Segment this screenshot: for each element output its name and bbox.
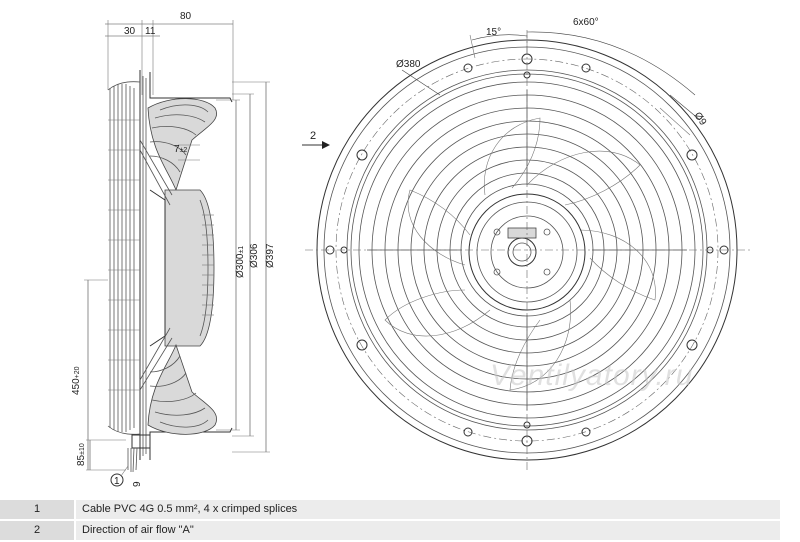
callout-1-label: 1 xyxy=(114,476,120,487)
guard-wires-side xyxy=(107,81,141,435)
legend-text: Cable PVC 4G 0.5 mm², 4 x crimped splice… xyxy=(76,500,780,519)
legend-row: 2 Direction of air flow "A" xyxy=(0,521,800,540)
dim-85-label: 85±10 xyxy=(76,443,87,466)
legend-row: 1 Cable PVC 4G 0.5 mm², 4 x crimped spli… xyxy=(0,500,800,519)
callout-2-label: 2 xyxy=(310,130,316,142)
front-view: 15° 6x60° Ø380 Ø9 xyxy=(305,17,750,470)
dim-d300-label: Ø300±1 xyxy=(235,246,246,278)
side-view: 30 11 80 xyxy=(71,11,276,487)
dim-30-label: 30 xyxy=(124,26,136,37)
drawing-svg: 30 11 80 xyxy=(71,11,750,487)
dim-9-label: 9 xyxy=(132,481,143,487)
dim-6x60-label: 6x60° xyxy=(573,17,599,28)
dim-d9-label: Ø9 xyxy=(692,110,709,128)
blade-upper: 7±2 xyxy=(147,98,217,192)
dim-d397-label: Ø397 xyxy=(265,243,276,268)
watermark: Ventilyatory.ru xyxy=(490,359,693,392)
cable xyxy=(127,447,138,473)
dim-11-label: 11 xyxy=(145,26,156,37)
legend-text: Direction of air flow "A" xyxy=(76,521,780,540)
blades-front xyxy=(384,117,656,391)
dim-7-label: 7±2 xyxy=(174,144,187,155)
technical-drawing: 30 11 80 xyxy=(71,11,750,487)
legend-number: 2 xyxy=(0,521,74,540)
callout-1-circle xyxy=(110,473,124,487)
motor-hub-side xyxy=(149,189,215,347)
blade-lower xyxy=(147,343,217,435)
legend-number: 1 xyxy=(0,500,74,519)
dim-d380-label: Ø380 xyxy=(396,59,421,70)
dim-80-label: 80 xyxy=(180,11,192,22)
dim-450-label: 450+20 xyxy=(71,366,82,395)
airflow-arrow: 2 xyxy=(302,130,330,149)
dim-15deg-label: 15° xyxy=(486,27,501,38)
legend-table: 1 Cable PVC 4G 0.5 mm², 4 x crimped spli… xyxy=(0,500,800,542)
dim-d306-label: Ø306 xyxy=(249,243,260,268)
